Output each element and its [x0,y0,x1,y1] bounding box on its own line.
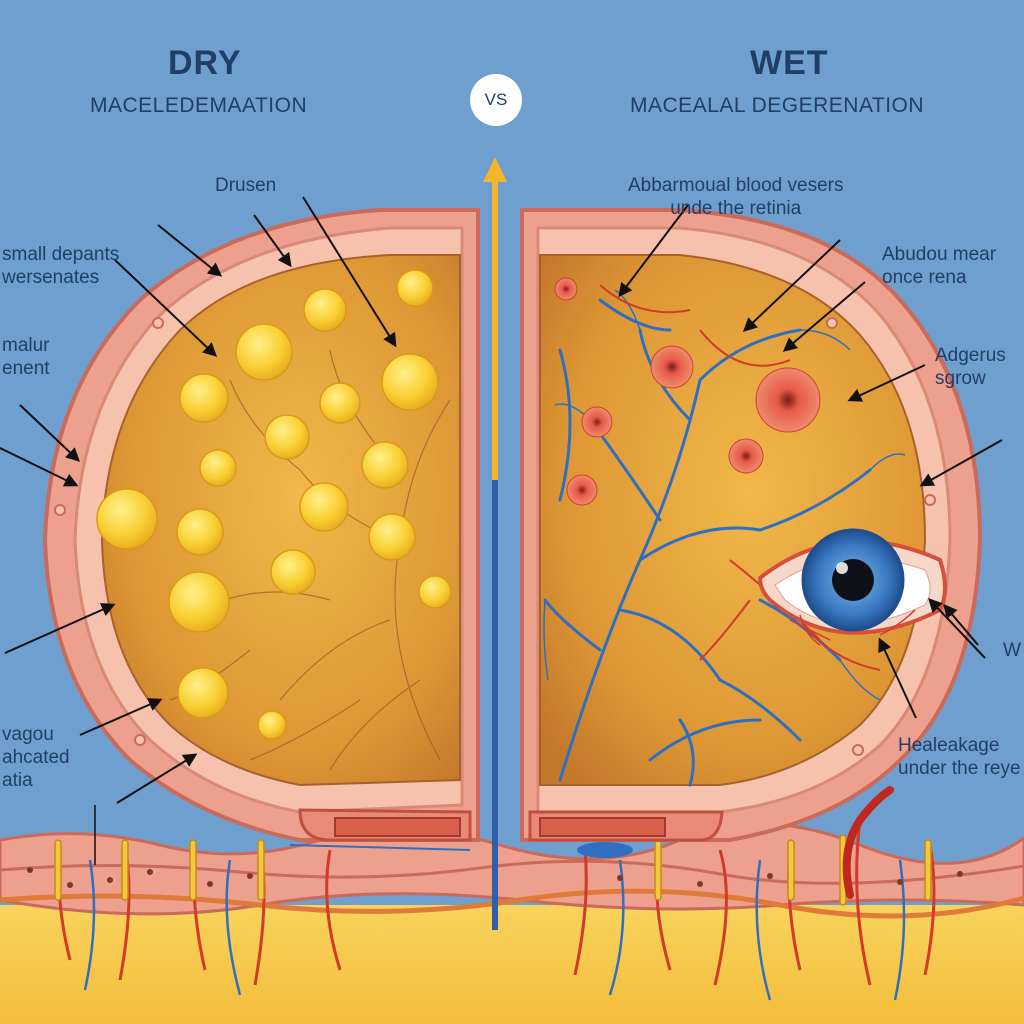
label-leakage: Healeakage under the reye [898,735,1021,779]
vs-badge: VS [470,74,522,126]
drusen [264,414,310,460]
drusen [177,667,229,719]
drusen [96,488,158,550]
wet-stalk-fluid [577,842,633,858]
pointer-w-2 [943,603,979,646]
drusen [319,382,361,424]
pointer-lines [0,196,1003,804]
dry-stalk-vessel [289,844,471,851]
center-divider [483,157,507,930]
pointer-vagou-2 [116,753,198,804]
label-small-deposits: small depants wersenates [2,244,120,288]
abnormal-vessel-branches [543,289,906,701]
dry-subtitle: MACELEDEMAATION [90,94,308,117]
tissue-line [0,859,1024,885]
drusen [303,288,347,332]
pointer-drusen-2 [302,196,397,348]
divider-arrowhead [483,157,507,182]
pointer-adgerus [847,364,926,402]
drusen [179,373,229,423]
wet-title: WET [750,44,829,82]
abnormal-blood-vessels [543,298,872,787]
drusen [257,710,287,740]
drusen [299,482,349,532]
pointer-edge [919,439,1003,487]
label-macular-element: malur enent [2,335,50,379]
pointer-malur-1 [19,404,81,462]
pointer-vagou-1 [79,698,163,736]
fat-layer [0,905,1024,1024]
tissue-dots [27,867,963,888]
drusen [396,269,434,307]
pointer-malur-2 [0,447,79,487]
tissue-layers [0,786,1024,1024]
label-adgerus: Adgerus sgrow [935,345,1006,389]
drusen [418,575,452,609]
dry-wall-rivets [54,317,164,746]
pointer-drusen-1 [253,214,292,268]
pointer-abudou-1 [742,239,841,332]
drusen [176,508,224,556]
pointer-abnormal [618,204,689,298]
hemorrhage [755,367,821,433]
dry-title: DRY [168,44,242,82]
label-w: W [1003,640,1021,661]
pointer-small-1 [157,224,223,277]
hemorrhage [581,406,613,438]
drusen-deposits [96,269,452,740]
drusen [199,449,237,487]
hemorrhage [728,438,764,474]
label-abundant: Abudou mear once rena [882,244,997,288]
pointer-w-1 [928,597,986,659]
wet-retina-panel [520,208,983,858]
pointer-leakage [878,637,917,719]
pointer-mid-left [4,603,116,654]
drusen [168,571,230,633]
eye-illustration [757,528,947,646]
eye-redness [789,609,916,646]
nerve-fibers [54,834,932,906]
hemorrhage-spots [554,277,821,506]
drusen [235,323,293,381]
label-vague-attached: vagou ahcated atia [2,724,70,791]
wet-wall-rivets [826,317,936,756]
tissue-boundary [0,888,1024,919]
dry-stalk-band [334,817,461,837]
pointer-abudou-2 [782,281,866,352]
hemorrhage [566,474,598,506]
blue-capillaries [83,859,906,1001]
hemorrhage [650,345,694,389]
hemorrhage [554,277,578,301]
rising-vessel [842,786,894,899]
wet-subtitle: MACEALAL DEGERENATION [630,94,925,117]
drusen [368,513,416,561]
label-abnormal-vessels: Abbarmoual blood vesers unde the retinia [628,175,844,219]
eye-highlight [836,562,848,574]
drusen [381,353,439,411]
pointer-small-2 [114,259,218,357]
wet-stalk-band [539,817,666,837]
drusen [270,549,316,595]
wet-retina-surface [539,254,927,786]
drusen [361,441,409,489]
label-drusen: Drusen [215,175,277,196]
dry-retina-panel [42,208,480,851]
